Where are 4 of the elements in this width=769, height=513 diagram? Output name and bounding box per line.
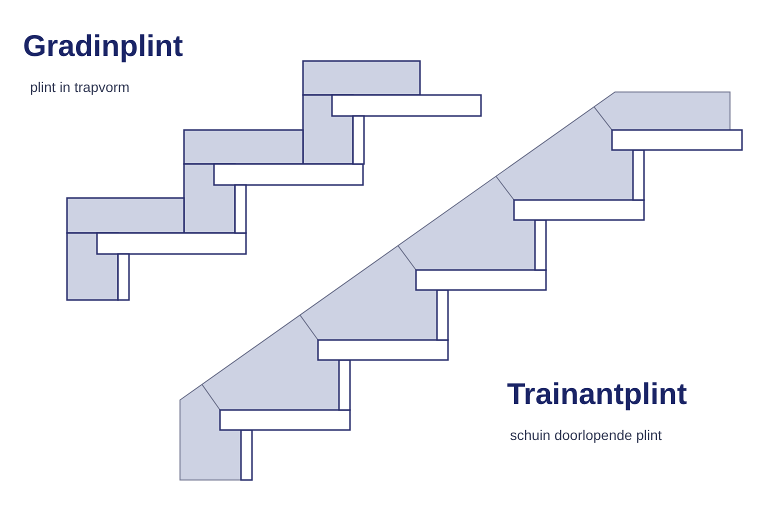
heading: Trainantplint	[507, 378, 687, 412]
heading: Gradinplint	[23, 30, 183, 64]
subheading: schuin doorlopende plint	[510, 426, 662, 444]
subheading: plint in trapvorm	[30, 78, 130, 96]
